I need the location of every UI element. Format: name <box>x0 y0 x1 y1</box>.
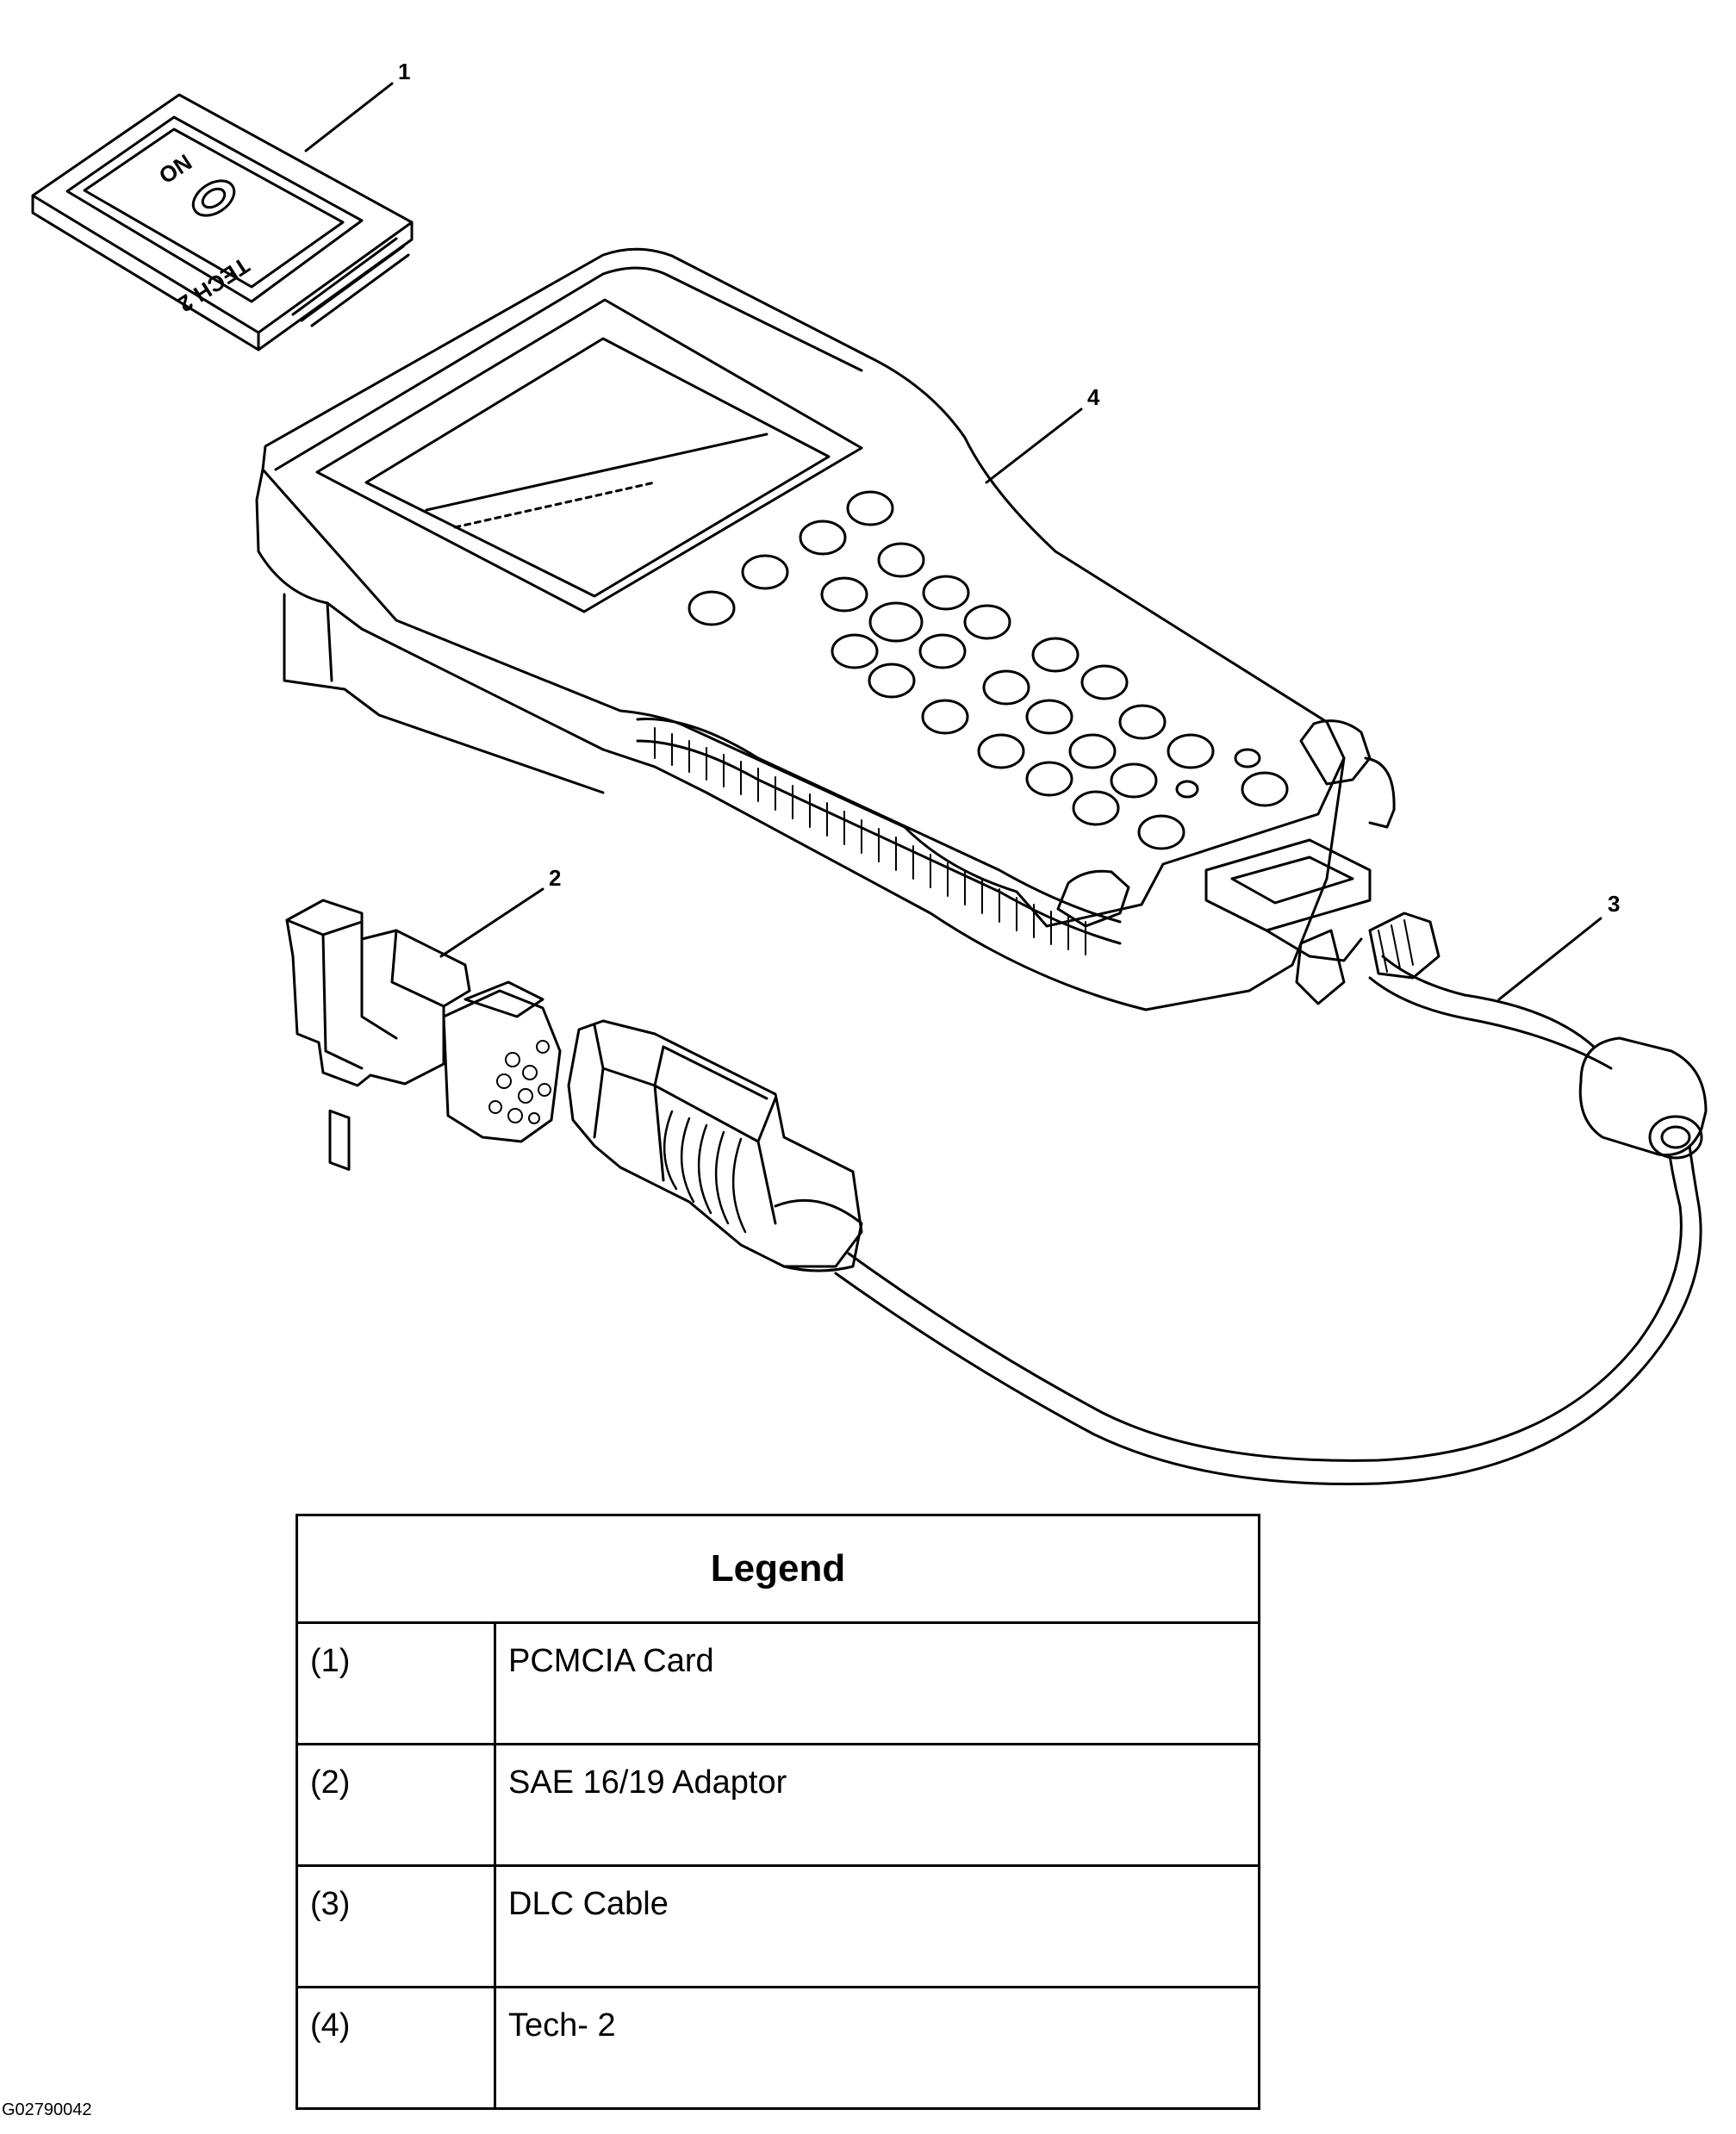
tech2-kit-illustration: TECH 2 NO 1 <box>0 59 1736 1499</box>
tech2-scan-tool-icon <box>257 249 1394 1010</box>
sae-adaptor-icon <box>287 900 560 1169</box>
ferrite-bead <box>1580 1038 1706 1158</box>
legend-key: (3) <box>296 1864 496 1988</box>
connector-rings <box>664 1111 745 1232</box>
legend-label: Tech- 2 <box>494 1986 1260 2110</box>
pcmcia-card-icon: TECH 2 NO <box>33 95 412 350</box>
legend-row: (1) PCMCIA Card <box>296 1621 1260 1745</box>
callout-1: 1 <box>398 59 410 84</box>
legend-title: Legend <box>296 1514 1260 1624</box>
legend-row: (3) DLC Cable <box>296 1864 1260 1988</box>
legend-row: (2) SAE 16/19 Adaptor <box>296 1743 1260 1867</box>
callout-3: 3 <box>1608 891 1620 917</box>
adaptor-pins <box>489 1041 551 1123</box>
legend-header-row: Legend <box>296 1514 1260 1624</box>
figure-id: G02790042 <box>2 2100 92 2119</box>
card-logo-mark <box>187 174 240 223</box>
legend-row: (4) Tech- 2 <box>296 1986 1260 2110</box>
legend-key: (4) <box>296 1986 496 2110</box>
legend-label: PCMCIA Card <box>494 1621 1260 1745</box>
legend-table: Legend (1) PCMCIA Card (2) SAE 16/19 Ada… <box>296 1514 1260 2110</box>
legend-key: (1) <box>296 1621 496 1745</box>
legend-label: SAE 16/19 Adaptor <box>494 1743 1260 1867</box>
legend-label: DLC Cable <box>494 1864 1260 1988</box>
dlc-cable-icon <box>569 913 1706 1484</box>
legend-key: (2) <box>296 1743 496 1867</box>
keypad-buttons <box>689 492 1287 849</box>
callout-2: 2 <box>549 865 561 891</box>
callout-4: 4 <box>1087 384 1100 410</box>
side-grip-ribs <box>655 728 1086 955</box>
